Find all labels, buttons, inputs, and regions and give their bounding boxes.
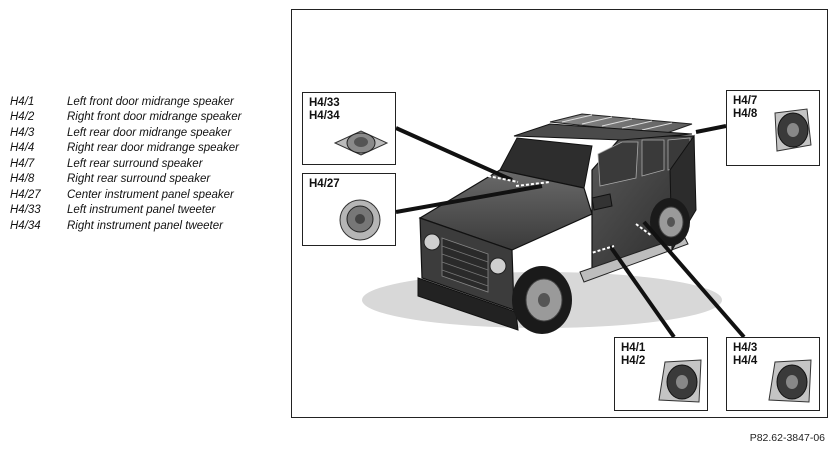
grille: [441, 237, 489, 293]
legend-description: Right front door midrange speaker: [67, 111, 242, 124]
leader-line-rear-doors: [642, 220, 746, 339]
legend-item: H4/33 Left instrument panel tweeter: [10, 203, 242, 219]
legend-item: H4/8 Right rear surround speaker: [10, 172, 242, 188]
legend-code: H4/34: [10, 219, 41, 232]
center-speaker-icon: [339, 199, 381, 241]
legend-description: Left instrument panel tweeter: [67, 204, 216, 217]
legend-code: H4/1: [10, 95, 35, 108]
front-door-speaker-icon: [658, 359, 702, 403]
legend-description: Left rear surround speaker: [67, 157, 203, 170]
legend-description: Right rear surround speaker: [67, 173, 211, 186]
vehicle-roof: [513, 123, 693, 141]
leader-line-tweeters: [395, 126, 513, 182]
callout-code: H4/34: [309, 110, 340, 122]
legend-code: H4/27: [10, 188, 41, 201]
rear-wheel: [650, 198, 690, 246]
front-bumper: [417, 277, 519, 331]
callout-rear-doors: H4/3 H4/4: [726, 337, 820, 411]
tweeter-speaker-icon: [333, 130, 389, 156]
callout-code: H4/4: [733, 355, 758, 367]
callout-label: H4/1 H4/2: [621, 342, 645, 368]
legend: H4/1 Left front door midrange speaker H4…: [10, 94, 242, 234]
side-window-front: [597, 141, 639, 187]
callout-code: H4/27: [309, 178, 340, 190]
reference-code: P82.62-3847-06: [749, 432, 825, 444]
legend-code: H4/7: [10, 157, 35, 170]
headlight-left: [423, 233, 441, 251]
speaker-location-markers: [487, 175, 653, 255]
legend-description: Left front door midrange speaker: [67, 95, 234, 108]
callout-label: H4/3 H4/4: [733, 342, 757, 368]
legend-item: H4/4 Right rear door midrange speaker: [10, 141, 242, 157]
callout-label: H4/27: [309, 178, 340, 191]
diagram-frame: H4/33 H4/34 H4/27 H4/7 H4/8: [291, 9, 828, 418]
callout-label: H4/33 H4/34: [309, 97, 340, 123]
callout-center: H4/27: [302, 173, 396, 246]
legend-item: H4/27 Center instrument panel speaker: [10, 187, 242, 203]
legend-description: Center instrument panel speaker: [67, 188, 234, 201]
running-board: [579, 235, 689, 283]
headlight-right: [489, 257, 507, 275]
leader-line-surround: [695, 124, 727, 134]
surround-speaker-icon: [774, 108, 812, 152]
rear-door-speaker-icon: [768, 359, 812, 403]
legend-description: Right rear door midrange speaker: [67, 142, 239, 155]
side-window-middle: [641, 139, 665, 177]
callout-code: H4/2: [621, 355, 646, 367]
legend-item: H4/2 Right front door midrange speaker: [10, 110, 242, 126]
callout-code: H4/33: [309, 97, 340, 109]
leader-line-front-doors: [608, 244, 676, 339]
callout-tweeters: H4/33 H4/34: [302, 92, 396, 165]
legend-code: H4/8: [10, 173, 35, 186]
callout-code: H4/7: [733, 95, 758, 107]
callout-code: H4/3: [733, 342, 758, 354]
legend-description: Right instrument panel tweeter: [67, 219, 223, 232]
roof-rack-slats: [561, 114, 673, 131]
callout-label: H4/7 H4/8: [733, 95, 757, 121]
legend-description: Left rear door midrange speaker: [67, 126, 232, 139]
front-wheel: [512, 266, 572, 334]
callout-code: H4/8: [733, 108, 758, 120]
callout-surround: H4/7 H4/8: [726, 90, 820, 166]
legend-code: H4/33: [10, 204, 41, 217]
legend-item: H4/7 Left rear surround speaker: [10, 156, 242, 172]
legend-item: H4/34 Right instrument panel tweeter: [10, 218, 242, 234]
callout-code: H4/1: [621, 342, 646, 354]
legend-code: H4/4: [10, 142, 35, 155]
grille-slats: [441, 245, 489, 287]
legend-code: H4/3: [10, 126, 35, 139]
leader-line-center: [395, 184, 543, 214]
legend-item: H4/1 Left front door midrange speaker: [10, 94, 242, 110]
vehicle-illustration: [362, 113, 746, 339]
legend-item: H4/3 Left rear door midrange speaker: [10, 125, 242, 141]
callout-front-doors: H4/1 H4/2: [614, 337, 708, 411]
side-mirror: [591, 193, 613, 211]
legend-code: H4/2: [10, 111, 35, 124]
